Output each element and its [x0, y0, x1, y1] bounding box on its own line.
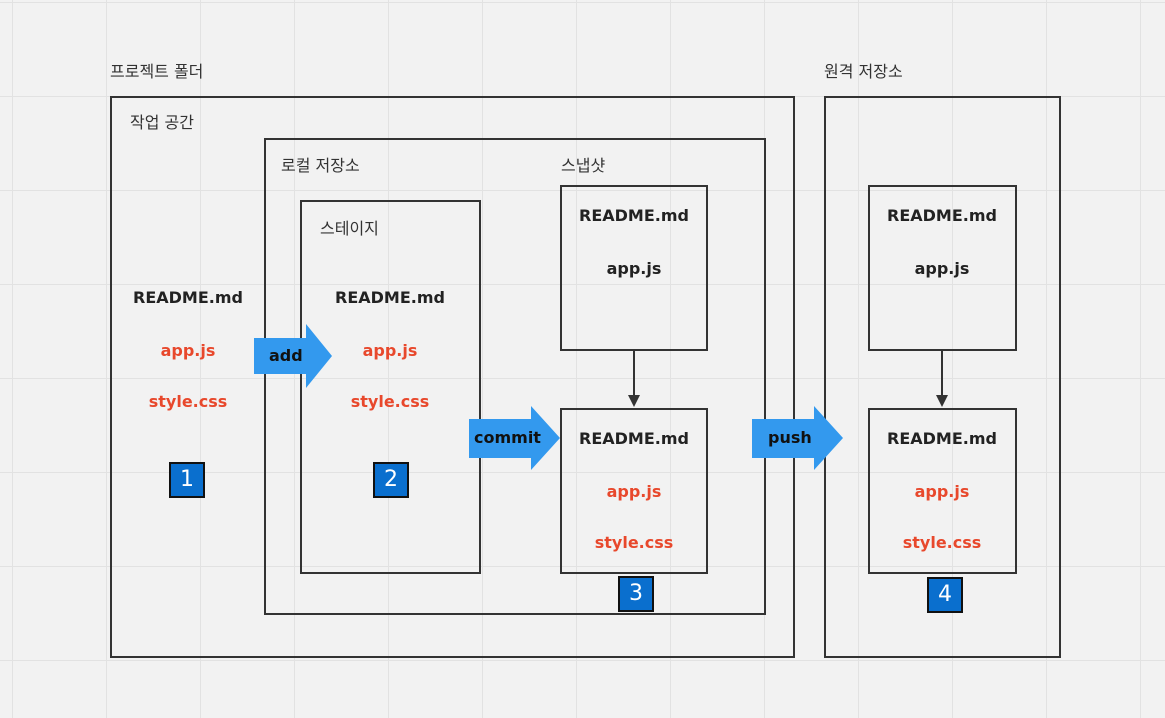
snapshot-old-readme-file: README.md [579, 206, 689, 225]
add-arrow-shape [254, 324, 332, 388]
commit-arrow: commit [469, 406, 560, 470]
snapshot-old-app-file: app.js [606, 259, 662, 278]
local-repo-label: 로컬 저장소 [281, 156, 360, 175]
project-folder-box [110, 96, 795, 658]
badge-2: 2 [373, 462, 409, 498]
badge-4: 4 [927, 577, 963, 613]
stage-box [300, 200, 481, 574]
working-style-file: style.css [148, 392, 228, 411]
stage-style-file: style.css [350, 392, 430, 411]
stage-label: 스테이지 [320, 219, 379, 238]
add-arrow: add [254, 324, 332, 388]
badge-1: 1 [169, 462, 205, 498]
snapshot-old-box [560, 185, 708, 351]
remote-down-arrow [936, 351, 948, 407]
working-app-file: app.js [160, 341, 216, 360]
snapshot-new-readme-file: README.md [579, 429, 689, 448]
stage-readme-file: README.md [335, 288, 445, 307]
remote-old-readme-file: README.md [887, 206, 997, 225]
remote-old-app-file: app.js [914, 259, 970, 278]
working-readme-file: README.md [133, 288, 243, 307]
remote-old-box [868, 185, 1017, 351]
working-space-label: 작업 공간 [130, 113, 194, 132]
snapshot-new-style-file: style.css [594, 533, 674, 552]
snapshot-label: 스냅샷 [561, 156, 606, 175]
remote-repo-box [824, 96, 1061, 658]
remote-new-style-file: style.css [902, 533, 982, 552]
push-arrow-label: push [768, 428, 812, 447]
snapshot-new-box [560, 408, 708, 574]
commit-arrow-label: commit [474, 428, 541, 447]
remote-new-readme-file: README.md [887, 429, 997, 448]
push-arrow: push [752, 406, 843, 470]
push-arrow-shape [752, 406, 843, 470]
badge-3: 3 [618, 576, 654, 612]
remote-repo-label: 원격 저장소 [824, 62, 903, 81]
snapshot-new-app-file: app.js [606, 482, 662, 501]
stage-app-file: app.js [362, 341, 418, 360]
remote-new-app-file: app.js [914, 482, 970, 501]
remote-new-box [868, 408, 1017, 574]
snapshot-down-arrow [628, 351, 640, 407]
local-repo-box [264, 138, 766, 615]
project-folder-label: 프로젝트 폴더 [110, 62, 204, 81]
add-arrow-label: add [269, 346, 303, 365]
commit-arrow-shape [469, 406, 560, 470]
